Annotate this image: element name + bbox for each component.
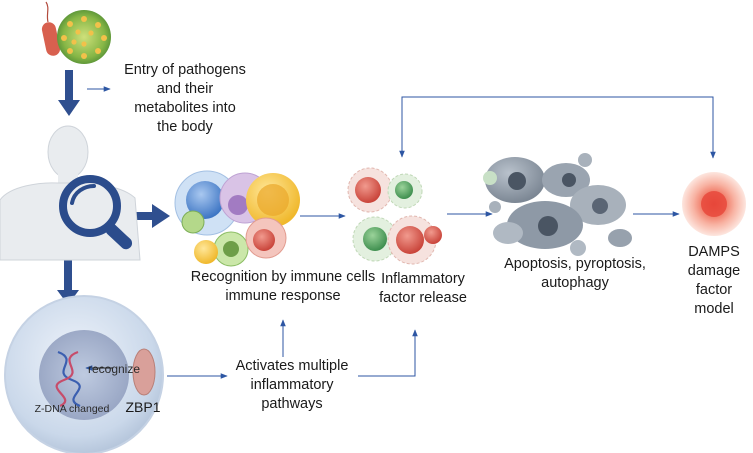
recognition-label: Recognition by immune cells immune respo… — [182, 268, 384, 306]
recognize-label: recognize — [87, 362, 141, 376]
entry-line-3: metabolites into — [134, 100, 236, 116]
immune-cells-icon — [174, 170, 300, 267]
damps-icon — [682, 172, 746, 236]
pathways-label: Activates multiple inflammatory pathways — [222, 357, 362, 414]
death-line-1: Apoptosis, pyroptosis, — [504, 256, 646, 272]
entry-line-1: Entry of pathogens — [124, 62, 246, 78]
damps-label: DAMPS damage factor model — [682, 243, 746, 319]
zbp1-label: ZBP1 — [125, 399, 161, 415]
death-label: Apoptosis, pyroptosis, autophagy — [495, 255, 655, 293]
pathways-line-2: inflammatory — [250, 377, 334, 393]
damps-line-1: DAMPS — [688, 244, 740, 260]
zdna-label: Z-DNA changed — [34, 403, 110, 415]
entry-label: Entry of pathogens and their metabolites… — [110, 61, 260, 137]
pathways-line-3: pathways — [261, 396, 323, 412]
bacterium-icon — [41, 1, 61, 56]
thin-arrows — [87, 86, 716, 379]
inflammatory-line-1: Inflammatory — [381, 271, 465, 287]
death-line-2: autophagy — [541, 275, 609, 291]
inflammatory-line-2: factor release — [379, 290, 467, 306]
inflammatory-cells-icon — [347, 167, 442, 265]
recognition-line-1: Recognition by immune cells — [190, 269, 376, 285]
recognition-line-2: immune response — [225, 288, 341, 304]
magnifier-icon — [59, 175, 133, 250]
dying-cells-icon — [483, 153, 632, 256]
damps-line-2: damage — [687, 263, 741, 279]
virus-icon — [57, 10, 111, 64]
pathways-line-1: Activates multiple — [235, 358, 349, 374]
entry-line-4: the body — [157, 119, 213, 135]
damps-line-3: factor — [695, 282, 733, 298]
entry-line-2: and their — [156, 81, 214, 97]
damps-line-4: model — [694, 301, 734, 317]
inflammatory-label: Inflammatory factor release — [368, 270, 478, 308]
dna-icon — [55, 350, 81, 408]
